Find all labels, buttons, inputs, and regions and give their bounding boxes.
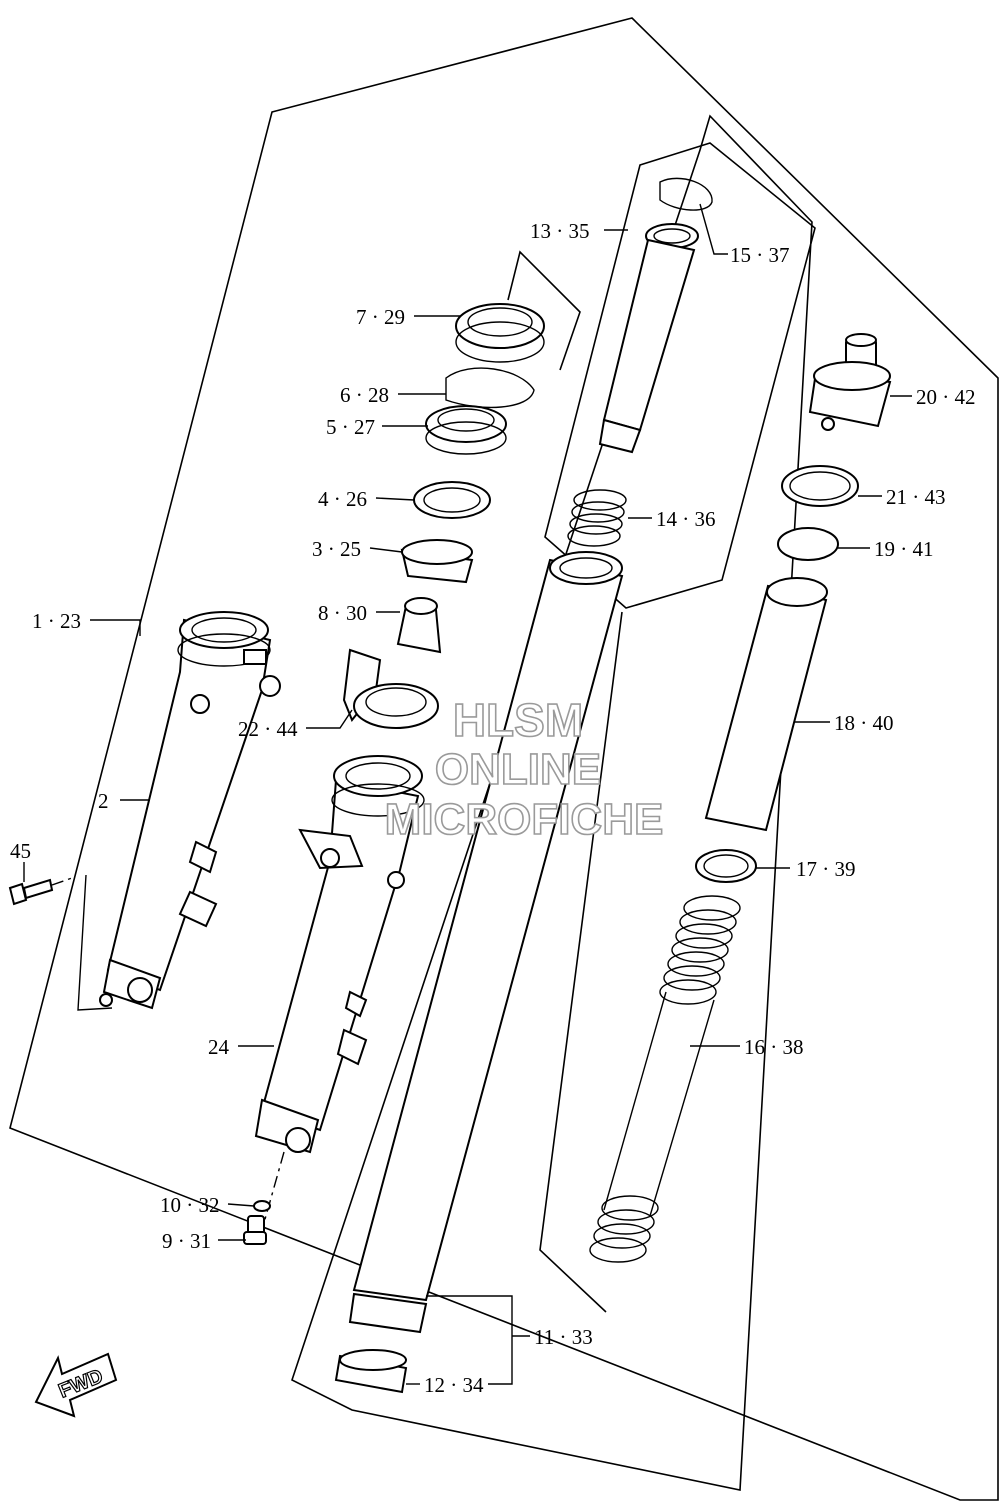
callout-45: 45 xyxy=(10,839,31,863)
outer-tube-right xyxy=(254,755,425,1154)
spring-spacer xyxy=(704,577,828,832)
cartridge-frame xyxy=(544,142,816,609)
fork-protector xyxy=(342,648,439,729)
dust-seal xyxy=(455,303,545,363)
leader-lines xyxy=(23,203,912,1385)
callout-12-34: 12 · 34 xyxy=(424,1373,484,1397)
callout-13-35: 13 · 35 xyxy=(530,219,590,243)
callout-17-39: 17 · 39 xyxy=(796,857,856,881)
oil-seal-retainer xyxy=(413,481,491,519)
circlip xyxy=(659,177,713,211)
outer-tube-left xyxy=(99,611,281,1010)
callout-14-36: 14 · 36 xyxy=(656,507,716,531)
fork-cap-bolt xyxy=(808,333,892,431)
guide-bushing xyxy=(400,539,474,584)
inner-tube-bushing xyxy=(334,1349,408,1394)
axle-pinch-bolt xyxy=(8,877,73,906)
seal-group-frame xyxy=(507,250,581,371)
oil-seal-stopper-ring xyxy=(445,367,535,409)
cap-o-ring xyxy=(781,465,859,507)
callout-3-25: 3 · 25 xyxy=(312,537,361,561)
spacer-washer xyxy=(777,527,839,561)
outer-frame xyxy=(9,17,999,1501)
callout-4-26: 4 · 26 xyxy=(318,487,367,511)
fwd-arrow-icon: FWD xyxy=(34,1352,118,1418)
callout-22-44: 22 · 44 xyxy=(238,717,298,741)
oil-seal xyxy=(425,405,507,455)
watermark: HLSM ONLINE MICROFICHE xyxy=(384,693,664,845)
callout-16-38: 16 · 38 xyxy=(744,1035,804,1059)
spring-seat-washer-inner xyxy=(703,854,749,878)
callout-2: 2 xyxy=(98,789,109,813)
callout-15-37: 15 · 37 xyxy=(730,243,790,267)
fork-spring xyxy=(589,895,741,1263)
damper-rod xyxy=(598,223,699,454)
callout-6-28: 6 · 28 xyxy=(340,383,389,407)
watermark-line-2: ONLINE xyxy=(435,745,601,794)
callout-19-41: 19 · 41 xyxy=(874,537,934,561)
callout-24: 24 xyxy=(208,1035,230,1059)
callout-21-43: 21 · 43 xyxy=(886,485,946,509)
rebound-spring xyxy=(567,489,627,547)
inner-tube-frame xyxy=(291,114,813,1491)
callout-1-23: 1 · 23 xyxy=(32,609,81,633)
inner-tube xyxy=(348,551,624,1334)
spring-group-frame xyxy=(539,611,623,1313)
callout-8-30: 8 · 30 xyxy=(318,601,367,625)
drain-screw xyxy=(243,1215,267,1245)
callout-10-32: 10 · 32 xyxy=(160,1193,220,1217)
watermark-line-1: HLSM xyxy=(453,694,583,746)
bolt-hidden-line xyxy=(77,874,113,1011)
slide-bushing xyxy=(396,597,442,654)
callout-11-33: 11 · 33 xyxy=(534,1325,593,1349)
callout-18-40: 18 · 40 xyxy=(834,711,894,735)
callout-9-31: 9 · 31 xyxy=(162,1229,211,1253)
callout-7-29: 7 · 29 xyxy=(356,305,405,329)
watermark-line-3: MICROFICHE xyxy=(385,795,664,844)
callout-5-27: 5 · 27 xyxy=(326,415,375,439)
callout-20-42: 20 · 42 xyxy=(916,385,976,409)
drain-screw-axis xyxy=(261,1151,285,1231)
drain-gasket xyxy=(253,1200,271,1212)
cap-o-ring-inner xyxy=(789,471,851,501)
